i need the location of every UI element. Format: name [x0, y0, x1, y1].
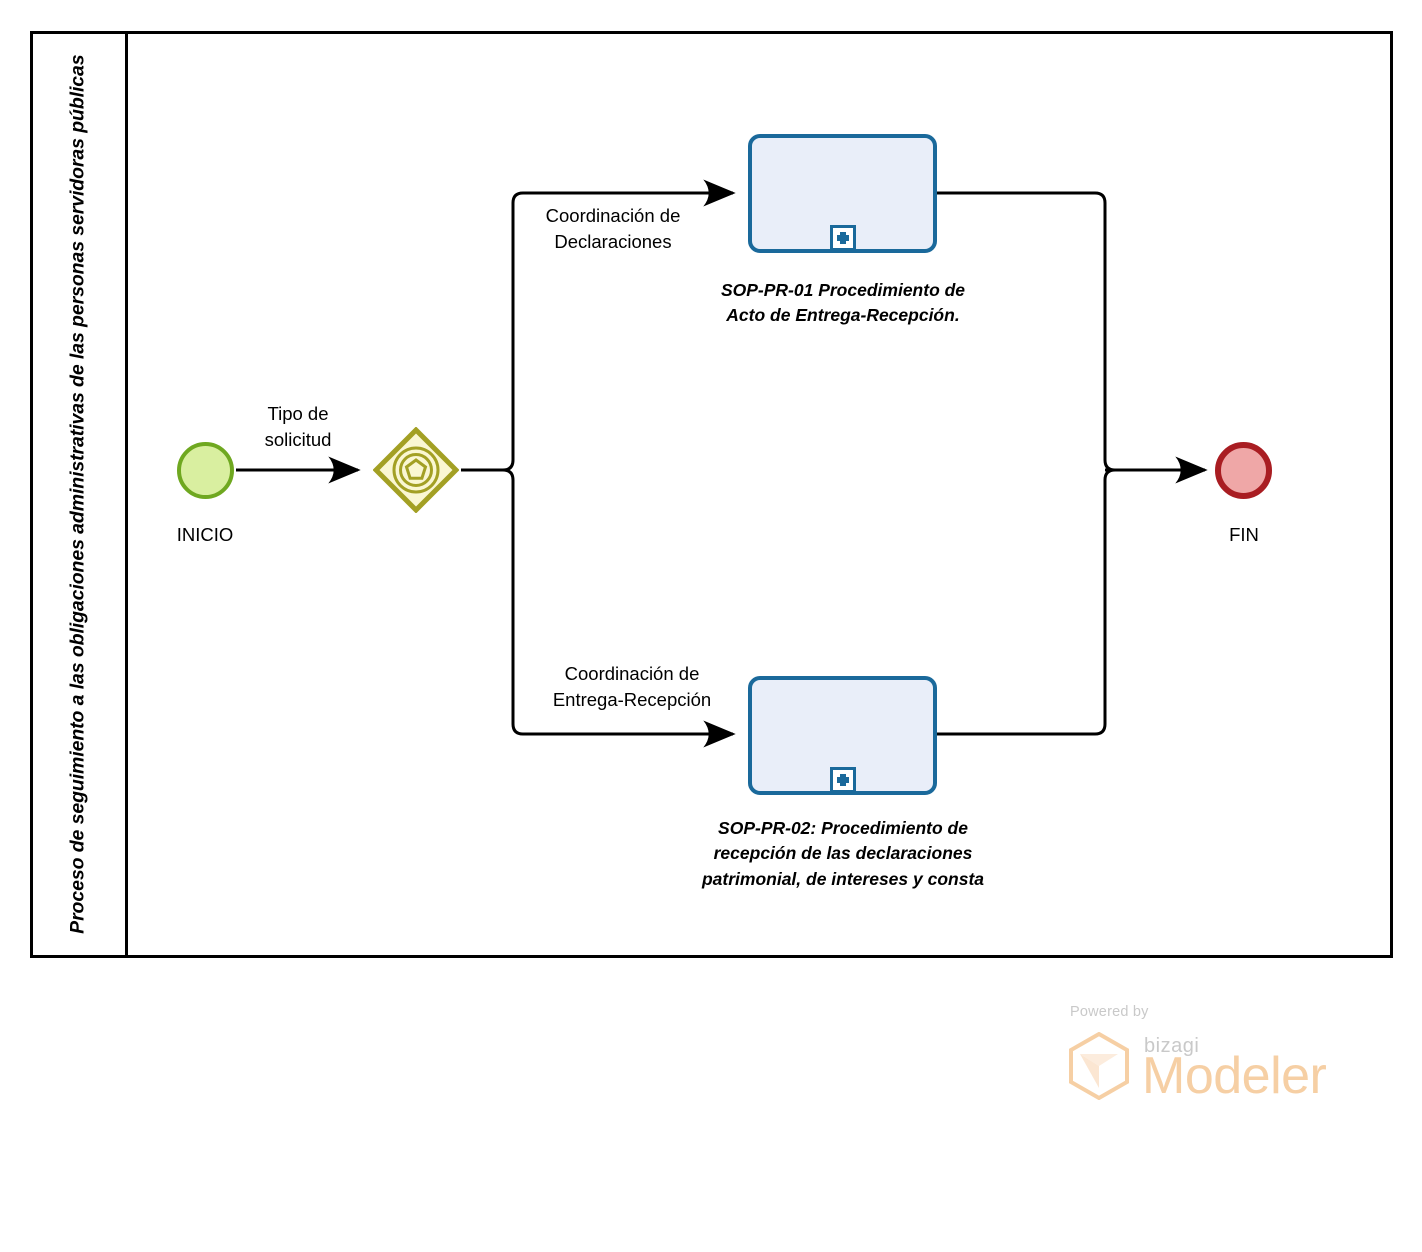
complex-gateway[interactable] [373, 427, 459, 513]
bizagi-hexagon-logo-icon [1069, 1032, 1129, 1100]
pool-title: Proceso de seguimiento a las obligacione… [66, 54, 89, 935]
task-sop-pr-01-label: SOP-PR-01 Procedimiento de Acto de Entre… [720, 280, 966, 326]
modeler-wordmark: Modeler [1142, 1047, 1327, 1105]
start-event-label: INICIO [176, 524, 234, 545]
flow-label-coordinacion-declaraciones: Coordinación de Declaraciones [545, 205, 681, 253]
flow-label-tipo-de-solicitud: Tipo de solicitud [264, 403, 332, 451]
collapsed-subprocess-plus-icon [829, 225, 856, 251]
end-event[interactable] [1215, 442, 1272, 499]
start-event[interactable] [177, 442, 234, 499]
gateway-ring-outer [392, 446, 440, 494]
bizagi-wordmark: bizagi [1144, 1035, 1200, 1057]
gateway-pentagon-icon [404, 458, 428, 480]
flow-label-coordinacion-entrega-recepcion: Coordinación de Entrega-Recepción [552, 663, 712, 711]
pool-label-cell: Proceso de seguimiento a las obligacione… [30, 31, 128, 958]
task-sop-pr-01[interactable] [748, 134, 937, 253]
collapsed-subprocess-plus-icon [829, 767, 856, 793]
end-event-label: FIN [1229, 524, 1259, 545]
task-sop-pr-02-label: SOP-PR-02: Procedimiento de recepción de… [701, 818, 985, 889]
powered-by-label: Powered by [1070, 1004, 1149, 1020]
task-sop-pr-02[interactable] [748, 676, 937, 795]
gateway-ring-inner [399, 453, 433, 487]
bizagi-watermark: Powered by bizagi Modeler [1068, 1004, 1328, 1104]
